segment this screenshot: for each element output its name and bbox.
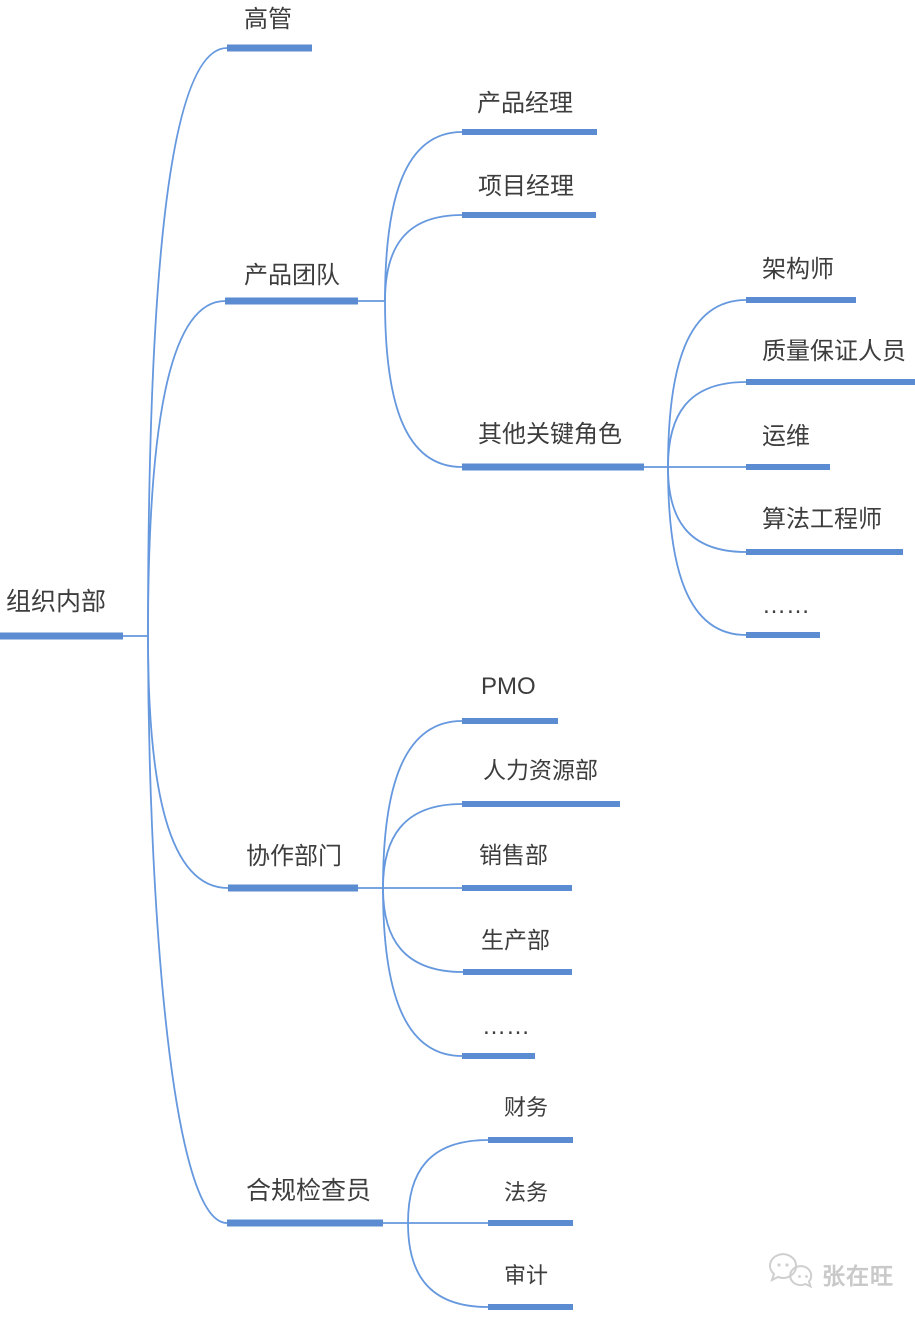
node-label-product-manager[interactable]: 产品经理: [477, 90, 573, 117]
node-label-collaboration[interactable]: 协作部门: [246, 843, 342, 870]
edge-root-product-team: [147, 300, 226, 637]
node-label-executives[interactable]: 高管: [244, 6, 292, 33]
node-label-product-team[interactable]: 产品团队: [244, 262, 340, 289]
edge-project-manager: [384, 214, 463, 302]
node-label-pmo[interactable]: PMO: [481, 673, 536, 700]
edge-architect: [667, 299, 747, 468]
node-label-architect[interactable]: 架构师: [762, 256, 834, 283]
edge-root-compliance: [147, 635, 228, 1224]
node-label-sales[interactable]: 销售部: [479, 842, 548, 868]
node-label-finance[interactable]: 财务: [504, 1095, 549, 1120]
node-label-hr[interactable]: 人力资源部: [483, 757, 598, 783]
edge-algorithm-engineer: [667, 466, 747, 553]
edge-audit: [407, 1222, 489, 1308]
edge-qa: [667, 381, 747, 468]
node-label-audit[interactable]: 审计: [504, 1263, 549, 1288]
edge-other-key-roles: [384, 300, 463, 468]
edge-production: [382, 887, 464, 973]
node-label-project-manager[interactable]: 项目经理: [478, 173, 574, 200]
wechat-icon: [768, 1252, 818, 1296]
node-label-algorithm-engineer[interactable]: 算法工程师: [762, 506, 882, 533]
node-label-qa[interactable]: 质量保证人员: [762, 338, 906, 365]
node-label-other-key-roles[interactable]: 其他关键角色: [478, 421, 622, 448]
watermark: 张在旺: [768, 1252, 894, 1296]
watermark-text: 张在旺: [822, 1263, 894, 1289]
edge-dept-etc: [382, 887, 463, 1057]
node-label-dept-etc[interactable]: ……: [482, 1013, 530, 1040]
node-label-production[interactable]: 生产部: [481, 927, 550, 953]
edge-root-executives: [147, 47, 228, 637]
node-label-root[interactable]: 组织内部: [6, 588, 107, 616]
node-label-tech-etc[interactable]: ……: [762, 592, 810, 619]
edge-root-collaboration: [147, 635, 229, 889]
node-label-compliance[interactable]: 合规检查员: [246, 1177, 372, 1205]
edge-finance: [407, 1139, 489, 1224]
edge-product-manager: [384, 131, 463, 302]
edge-tech-etc: [667, 466, 747, 636]
edge-pmo: [382, 720, 463, 889]
node-label-legal[interactable]: 法务: [504, 1180, 549, 1205]
node-label-ops[interactable]: 运维: [762, 423, 810, 450]
edge-hr: [382, 803, 463, 889]
